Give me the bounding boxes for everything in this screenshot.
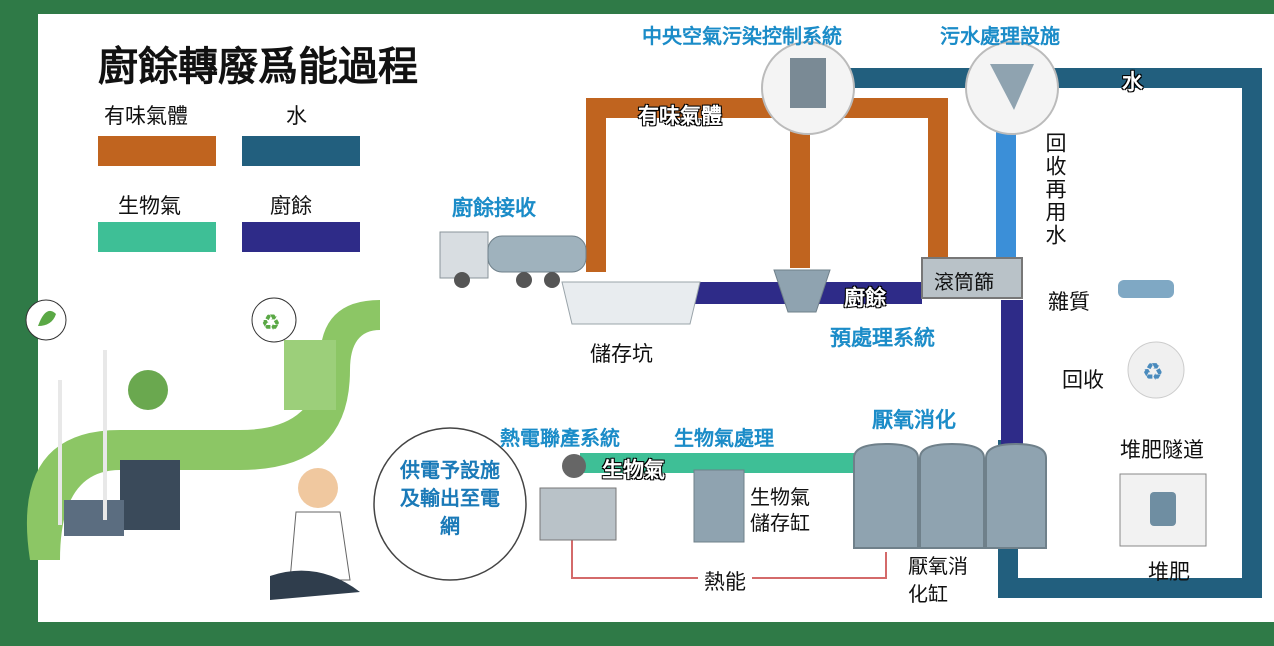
label-air-control: 中央空氣污染控制系統 xyxy=(642,24,842,48)
sewage-funnel xyxy=(990,64,1034,110)
legend-label-odour: 有味氣體 xyxy=(104,104,188,128)
svg-text:♻: ♻ xyxy=(1142,358,1164,386)
label-impurities: 雜質 xyxy=(1048,290,1090,314)
legend-swatch-biogas xyxy=(98,222,216,252)
label-compost-tunnel: 堆肥隧道 xyxy=(1120,438,1204,462)
legend-label-biogas: 生物氣 xyxy=(118,194,181,218)
label-drum-screen: 滾筒篩 xyxy=(934,270,994,294)
conveyor-icon xyxy=(1118,280,1174,298)
odour-pipe xyxy=(586,98,948,272)
label-compost: 堆肥 xyxy=(1148,560,1190,584)
label-recycle: 回收 xyxy=(1062,368,1104,392)
green-energy-illustration: ♻ xyxy=(25,297,381,600)
pretreatment-unit xyxy=(773,269,831,313)
chip-water: 水 xyxy=(1122,70,1143,94)
label-biogas-tank: 生物氣儲存缸 xyxy=(750,485,810,535)
chip-food-waste: 廚餘 xyxy=(844,286,886,310)
label-storage-pit: 儲存坑 xyxy=(590,342,653,366)
power-supply-circle xyxy=(373,427,527,581)
label-anaerobic: 厭氧消化 xyxy=(872,408,956,432)
chip-biogas: 生物氣 xyxy=(602,458,665,482)
drum-screen-unit xyxy=(921,257,1023,299)
label-biogas-treatment: 生物氣處理 xyxy=(674,426,774,450)
label-food-reception: 廚餘接收 xyxy=(452,196,536,220)
legend-swatch-water xyxy=(242,136,360,166)
recycle-icon xyxy=(1127,341,1185,399)
page-title: 廚餘轉廢爲能過程 xyxy=(98,44,418,90)
label-power-supply: 供電予設施及輸出至電網 xyxy=(400,458,500,538)
svg-text:♻: ♻ xyxy=(261,311,281,336)
legend-label-water: 水 xyxy=(286,104,307,128)
legend-swatch-food-waste xyxy=(242,222,360,252)
legend-swatch-odour xyxy=(98,136,216,166)
compost-bag-icon xyxy=(1150,492,1176,526)
label-recycled-water: 回收再用水 xyxy=(1043,132,1067,247)
air-control-body xyxy=(790,58,826,108)
digester-tanks xyxy=(853,442,1047,549)
truck-icon xyxy=(439,231,587,288)
label-pretreatment: 預處理系統 xyxy=(830,326,935,350)
label-heat: 熱能 xyxy=(698,566,752,596)
label-digester: 厭氧消化缸 xyxy=(908,554,968,606)
chip-odour: 有味氣體 xyxy=(638,104,722,128)
chp-valve xyxy=(562,454,586,478)
label-chp: 熱電聯產系統 xyxy=(500,426,620,450)
chp-unit xyxy=(539,487,617,541)
bottom-band xyxy=(38,622,1274,646)
legend-label-food-waste: 廚餘 xyxy=(270,194,312,218)
storage-pit-tank xyxy=(561,281,701,325)
biogas-tank-unit xyxy=(693,469,745,543)
label-sewage: 污水處理設施 xyxy=(940,24,1060,48)
